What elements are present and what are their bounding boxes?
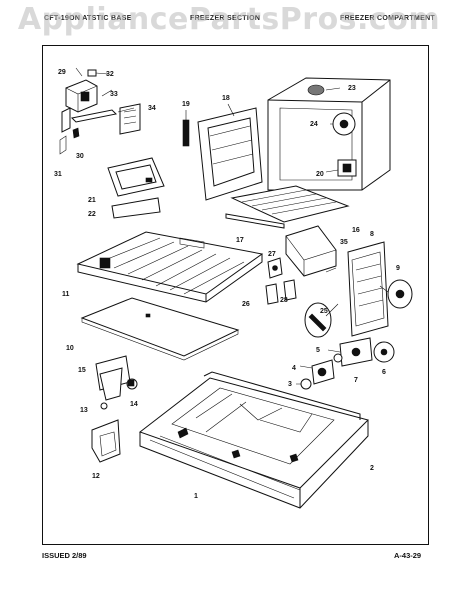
callout-33: 33 (110, 91, 118, 98)
callout-34: 34 (148, 105, 156, 112)
callout-9: 9 (396, 265, 400, 272)
callout-12: 12 (92, 473, 100, 480)
header-center: FREEZER SECTION (190, 15, 261, 22)
freezer-cabinet (267, 77, 391, 191)
freezer-base (138, 371, 369, 509)
callout-7: 7 (354, 377, 358, 384)
callout-19: 19 (182, 101, 190, 108)
callout-labels: 1 2 3 4 5 6 7 8 9 10 11 12 13 14 15 16 1… (54, 69, 400, 500)
callout-2: 2 (370, 465, 374, 472)
callout-18: 18 (222, 95, 230, 102)
callout-27: 27 (268, 251, 276, 258)
callout-16: 16 (352, 227, 360, 234)
callout-26: 26 (242, 301, 250, 308)
diagram-frame (42, 45, 429, 545)
footer-issued: ISSUED 2/89 (42, 551, 87, 560)
ice-bin-parts (91, 355, 138, 463)
callout-8: 8 (370, 231, 374, 238)
watermark: AppliancePartsPros.com (17, 2, 441, 37)
callout-20: 20 (316, 171, 324, 178)
callout-28: 28 (280, 297, 288, 304)
fan-motor-assembly (296, 337, 395, 390)
callout-3: 3 (288, 381, 292, 388)
callout-14: 14 (130, 401, 138, 408)
freezer-door-liner (182, 103, 263, 201)
header-right: FREEZER COMPARTMENT (340, 15, 436, 22)
callout-31: 31 (54, 171, 62, 178)
freezer-floor-tray (76, 231, 264, 303)
callout-29: 29 (58, 69, 66, 76)
callout-32: 32 (106, 71, 114, 78)
header-left: CFT-19ON ATSTIC BASE (44, 15, 132, 22)
thermostat-assembly (59, 67, 141, 155)
insulation-panel (80, 297, 240, 361)
callout-25: 25 (320, 308, 328, 315)
callout-35: 35 (340, 239, 348, 246)
callout-10: 10 (66, 345, 74, 352)
callout-15: 15 (78, 367, 86, 374)
callout-23: 23 (348, 85, 356, 92)
callout-22: 22 (88, 211, 96, 218)
callout-13: 13 (80, 407, 88, 414)
callout-4: 4 (292, 365, 296, 372)
callout-30: 30 (76, 153, 84, 160)
door-bin (107, 157, 165, 219)
footer-page-code: A-43-29 (394, 551, 422, 560)
callout-24: 24 (310, 121, 318, 128)
callout-11: 11 (62, 291, 70, 298)
callout-5: 5 (316, 347, 320, 354)
callout-21: 21 (88, 197, 96, 204)
evaporator-cover (265, 225, 413, 338)
callout-17: 17 (236, 237, 244, 244)
freezer-shelf (225, 185, 350, 229)
callout-1: 1 (194, 493, 198, 500)
callout-6: 6 (382, 369, 386, 376)
